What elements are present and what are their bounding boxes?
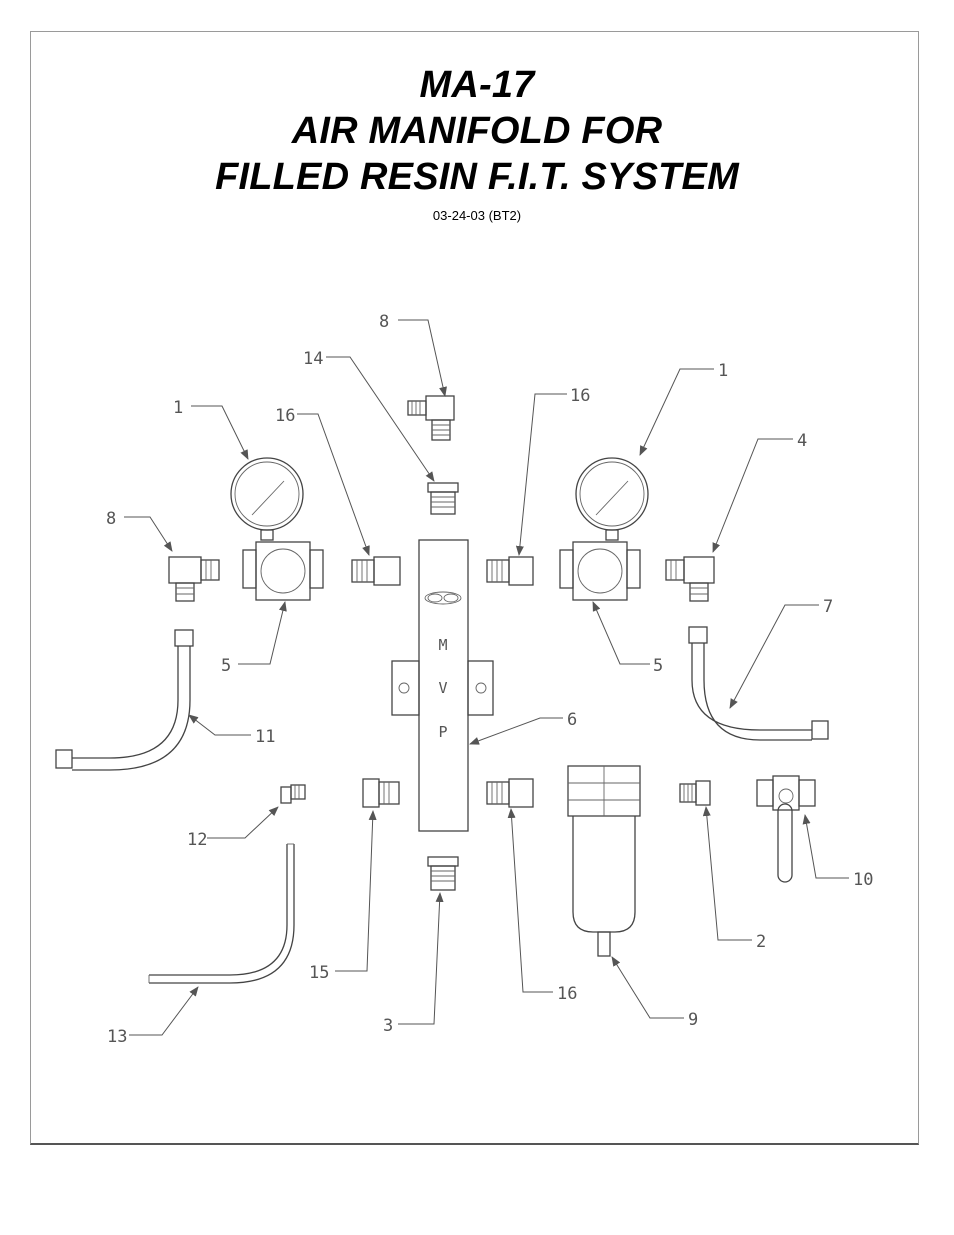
callout-16-upper-left: 16	[275, 406, 295, 426]
hose-left	[55, 629, 194, 771]
title-line-model: MA-17	[419, 64, 535, 106]
plug-top	[427, 482, 459, 515]
regulator-right	[559, 541, 641, 601]
callout-16-upper-right: 16	[570, 386, 590, 406]
leader-lines	[124, 319, 849, 1036]
callout-15: 15	[309, 963, 329, 983]
callout-10: 10	[853, 870, 873, 890]
callout-4: 4	[797, 431, 807, 451]
nipple-filter-outlet	[679, 780, 711, 806]
callout-12: 12	[187, 830, 207, 850]
callout-5-left: 5	[221, 656, 231, 676]
callout-11: 11	[255, 727, 275, 747]
callout-1-right: 1	[718, 361, 728, 381]
callout-8-left: 8	[106, 509, 116, 529]
elbow-fitting-top	[407, 395, 455, 441]
ball-valve	[756, 775, 816, 883]
air-filter	[567, 765, 641, 957]
elbow-fitting-right	[665, 556, 715, 602]
pressure-gauge-right	[575, 457, 649, 541]
nipple-left-upper	[351, 556, 401, 586]
title-line-system: FILLED RESIN F.I.T. SYSTEM	[215, 156, 739, 198]
callout-13: 13	[107, 1027, 127, 1047]
callout-9: 9	[688, 1010, 698, 1030]
title-block: MA-17 AIR MANIFOLD FOR FILLED RESIN F.I.…	[0, 62, 954, 223]
callout-7: 7	[823, 597, 833, 617]
nipple-right-upper	[486, 556, 534, 586]
manifold-letter-v: V	[438, 679, 447, 697]
callout-5-right: 5	[653, 656, 663, 676]
tube	[148, 843, 295, 984]
callout-8-top: 8	[379, 312, 389, 332]
manifold-block: M V P	[391, 539, 494, 832]
manifold-letter-p: P	[438, 723, 447, 741]
nipple-left-lower	[362, 778, 400, 808]
callout-14: 14	[303, 349, 323, 369]
manifold-letter-m: M	[438, 636, 447, 654]
callout-6: 6	[567, 710, 577, 730]
callout-1-left: 1	[173, 398, 183, 418]
revision-date: 03-24-03 (BT2)	[432, 208, 522, 223]
elbow-fitting-left	[168, 556, 220, 602]
pressure-gauge-left	[230, 457, 304, 541]
plug-bottom	[427, 856, 459, 891]
small-elbow-fitting	[280, 784, 306, 804]
callout-2: 2	[756, 932, 766, 952]
callout-16-lower: 16	[557, 984, 577, 1004]
regulator-left	[242, 541, 324, 601]
callout-3: 3	[383, 1016, 393, 1036]
nipple-right-lower	[486, 778, 534, 808]
hose-right	[688, 626, 829, 741]
title-line-description: AIR MANIFOLD FOR	[291, 110, 663, 152]
